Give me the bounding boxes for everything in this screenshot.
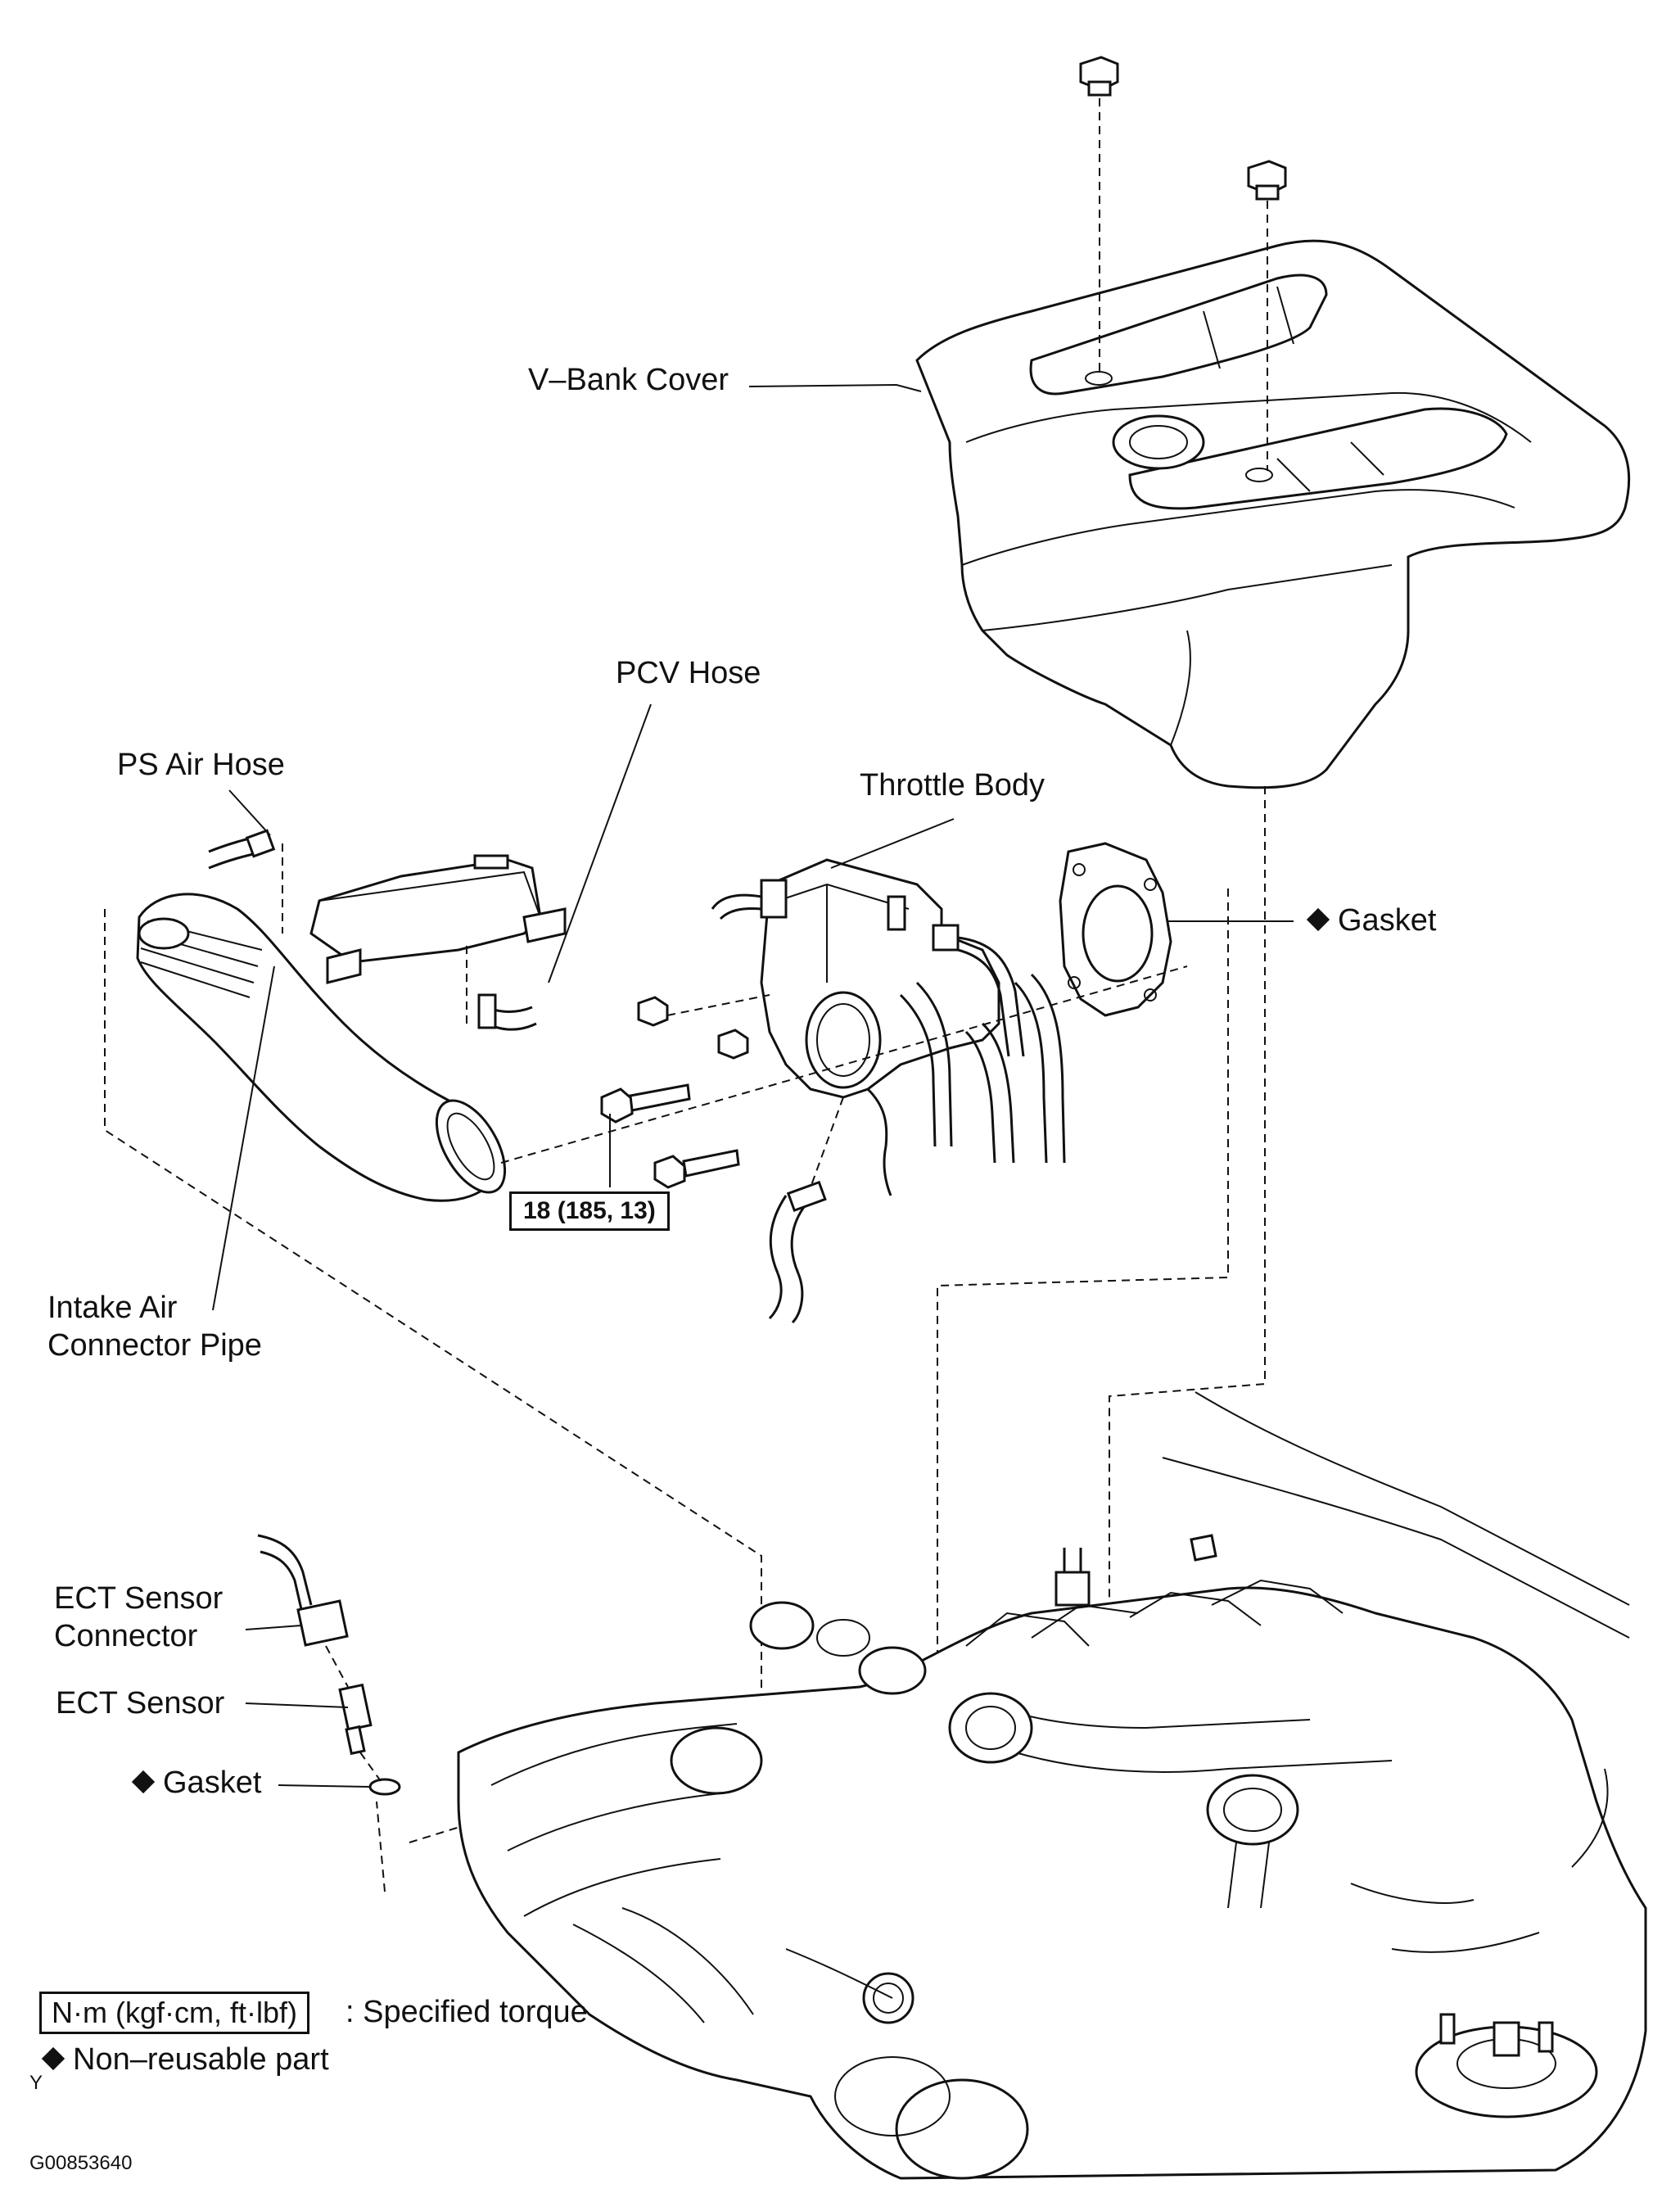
torque-spec-box: 18 (185, 13) bbox=[509, 1191, 670, 1231]
throttle-body-label: Throttle Body bbox=[860, 768, 1045, 803]
figure-id: G00853640 bbox=[29, 2152, 133, 2174]
legend-nonreusable-text: Non–reusable part bbox=[73, 2042, 329, 2077]
ect-sensor-drawing bbox=[257, 1534, 401, 1796]
throttle-body-drawing bbox=[711, 858, 1066, 1196]
leader-lines bbox=[212, 383, 1294, 1788]
throttle-gasket-drawing bbox=[1059, 842, 1172, 1017]
cover-nuts-drawing bbox=[1079, 56, 1287, 471]
pcv-hose-label: PCV Hose bbox=[616, 656, 761, 690]
pcv-hose-drawing bbox=[466, 946, 537, 1031]
gasket-ect-label: Gasket bbox=[131, 1765, 262, 1802]
ect-connector-line1: ECT Sensor bbox=[54, 1581, 224, 1616]
intake-pipe-line2: Connector Pipe bbox=[47, 1327, 262, 1363]
diamond-icon bbox=[131, 1770, 156, 1794]
gasket-ect-text: Gasket bbox=[163, 1766, 262, 1800]
v-bank-cover-label: V–Bank Cover bbox=[528, 363, 729, 397]
engine-drawing bbox=[457, 1391, 1647, 2180]
ps-air-hose-label: PS Air Hose bbox=[117, 748, 285, 782]
throttle-bolts-drawing bbox=[500, 965, 1188, 1189]
intake-air-connector-pipe-drawing bbox=[136, 893, 507, 1202]
ect-connector-line2: Connector bbox=[54, 1618, 198, 1653]
ect-sensor-label: ECT Sensor bbox=[56, 1686, 225, 1720]
ect-sensor-connector-label: ECT Sensor Connector bbox=[54, 1580, 223, 1655]
ps-air-hose-drawing bbox=[208, 829, 283, 934]
corner-mark: Y bbox=[29, 2072, 43, 2094]
lower-hose-drawing bbox=[768, 1096, 844, 1324]
gasket-throttle-label: Gasket bbox=[1306, 902, 1437, 940]
legend-torque-unit: N·m (kgf·cm, ft·lbf) bbox=[39, 1992, 309, 2034]
v-bank-cover-drawing bbox=[915, 239, 1631, 789]
diamond-icon bbox=[41, 2046, 65, 2071]
diamond-icon bbox=[1306, 907, 1330, 932]
intake-pipe-line1: Intake Air bbox=[47, 1291, 178, 1325]
legend-torque-desc: : Specified torque bbox=[345, 1995, 588, 2029]
legend-nonreusable: Non–reusable part bbox=[41, 2042, 329, 2078]
gasket-throttle-text: Gasket bbox=[1338, 903, 1437, 938]
resonator-box-drawing bbox=[309, 854, 567, 984]
intake-air-connector-pipe-label: Intake Air Connector Pipe bbox=[47, 1290, 262, 1364]
